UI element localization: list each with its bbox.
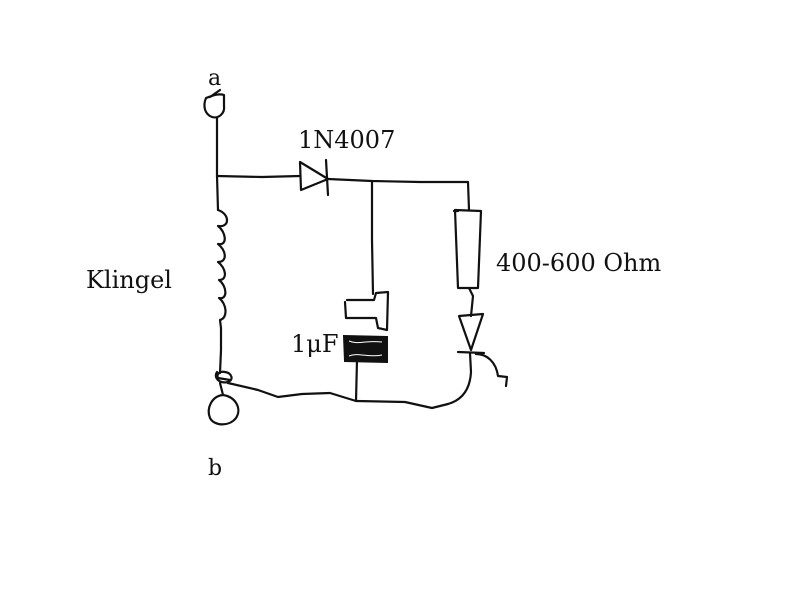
- diode-label: 1N4007: [298, 126, 396, 154]
- resistor-label: 400-600 Ohm: [496, 249, 662, 277]
- wire-top-left: [215, 174, 302, 179]
- terminal-a-mark: [208, 88, 222, 99]
- rectifier-diode: [298, 160, 330, 192]
- terminal-b-label: b: [208, 456, 223, 481]
- capacitor-upper: [343, 290, 390, 332]
- wire-thyristor-down: [446, 351, 473, 406]
- capacitor-label: 1μF: [291, 330, 339, 358]
- series-resistor: [453, 208, 483, 290]
- diode-cathode-bar: [324, 158, 330, 197]
- capacitor-lower-lead: [354, 358, 359, 403]
- terminal-a: [203, 93, 226, 119]
- wire-left-top: [215, 116, 220, 212]
- capacitor-highlight-2: [348, 354, 383, 357]
- bell-label: Klingel: [86, 266, 172, 294]
- thyristor: [457, 312, 485, 352]
- capacitor: [342, 334, 388, 364]
- wire-resistor-thyristor: [467, 286, 475, 318]
- wire-top-right: [326, 177, 471, 212]
- wire-left-bottom: [218, 326, 223, 375]
- thyristor-gate: [474, 352, 509, 388]
- bell-coil: [216, 208, 229, 330]
- terminal-a-label: a: [208, 66, 222, 91]
- wire-bottom: [226, 381, 450, 410]
- capacitor-highlight: [348, 340, 383, 344]
- wire-cap-branch: [370, 179, 375, 296]
- thyristor-bar: [456, 350, 486, 355]
- terminal-b: [207, 381, 240, 426]
- junction-b: [214, 370, 233, 384]
